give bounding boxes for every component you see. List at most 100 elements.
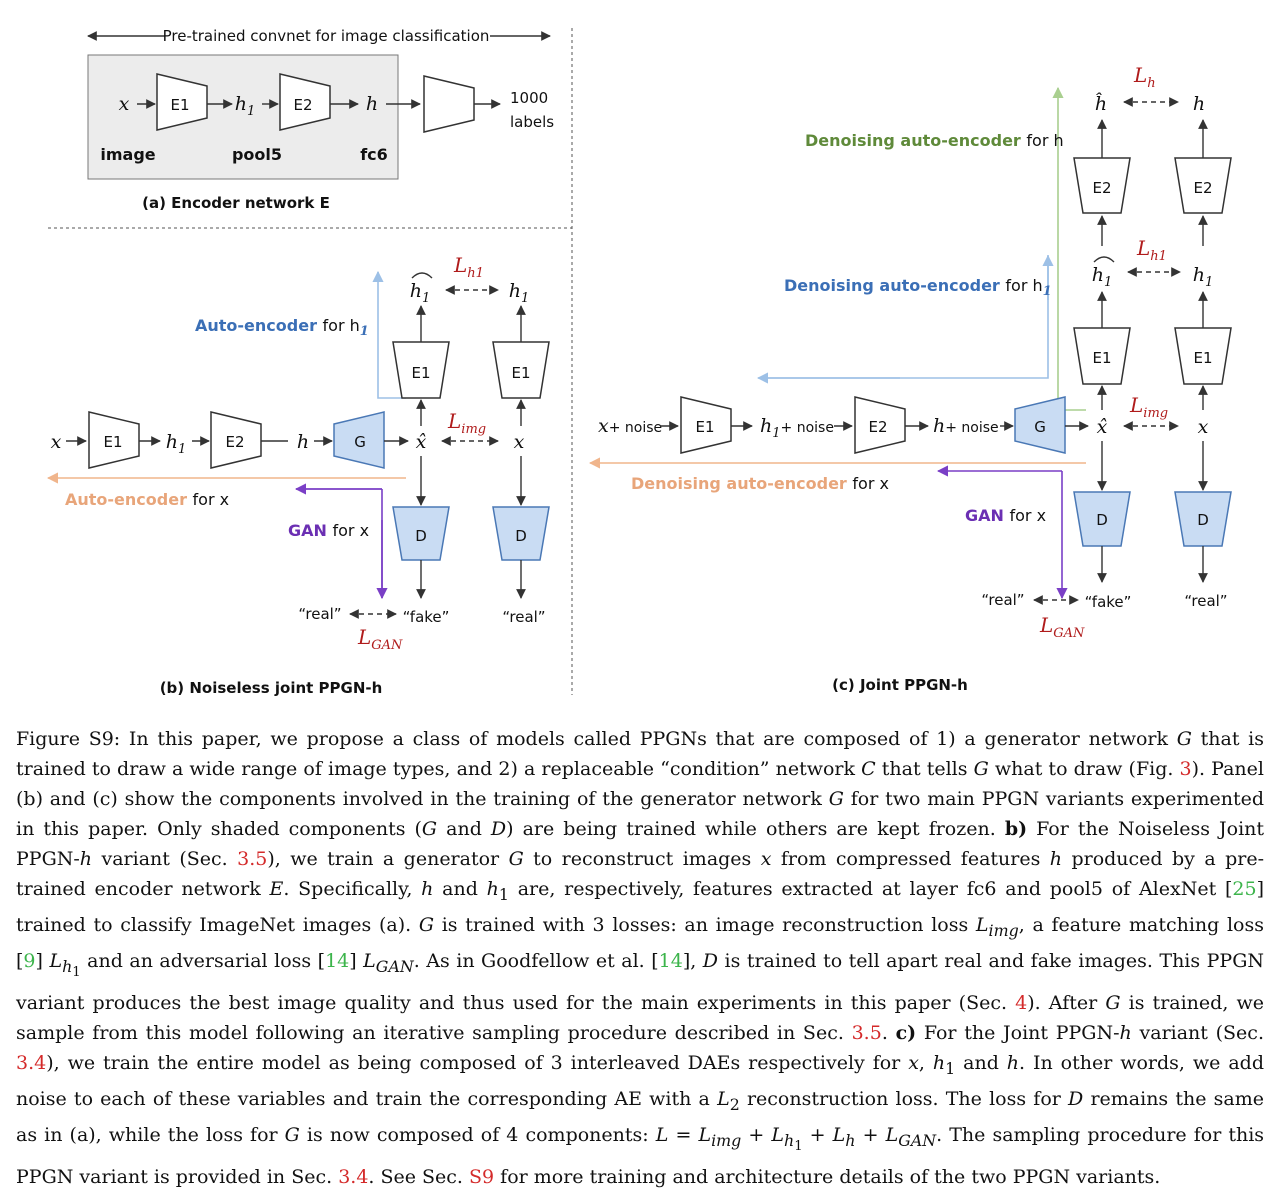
ref-sec-4[interactable]: 4: [1015, 992, 1028, 1015]
panel-b-loss-gan: LGAN: [357, 625, 403, 653]
panel-c-e2-block: [854, 396, 906, 454]
panel-c-e2a-block: [1073, 157, 1131, 214]
panel-c-discriminator-right: [1174, 491, 1232, 547]
panel-b-e1-top-right-label: E1: [511, 364, 530, 382]
panel-a-e2-block: [279, 73, 331, 131]
panel-c-h1-noise: h1+ noise: [760, 415, 834, 441]
panel-a-pool5-label: pool5: [232, 145, 282, 164]
panel-c-h: h: [1193, 93, 1205, 115]
panel-b-d-left-label: D: [415, 527, 427, 545]
ref-sec-3-4[interactable]: 3.4: [16, 1052, 47, 1075]
panel-b-e2-label: E2: [225, 433, 244, 451]
figure-caption: Figure S9: In this paper, we propose a c…: [16, 728, 1265, 1189]
panel-a-classifier-block: [423, 75, 475, 133]
panel-a-h1-label: h1: [235, 93, 256, 119]
panel-c-fake: “fake”: [1085, 593, 1132, 611]
panel-b-hat-mark: [411, 272, 433, 279]
panel-c-e1b-block: [1174, 327, 1232, 385]
panel-b-d-right-label: D: [515, 527, 527, 545]
panel-a-fc6-label: fc6: [360, 145, 388, 164]
panel-c-dae-x-label: Denoising auto-encoder for x: [631, 474, 889, 493]
panel-c-e2b-block: [1174, 157, 1232, 214]
panel-c-e2b-label: E2: [1193, 179, 1212, 197]
panel-b-ae-h1-label: Auto-encoder for h1: [195, 316, 369, 339]
panel-c-caption: (c) Joint PPGN-h: [832, 676, 968, 694]
ref-sec-s9[interactable]: S9: [469, 1166, 495, 1189]
panel-c-real-right: “real”: [1184, 592, 1227, 610]
panel-b-generator-block: [333, 411, 385, 469]
panel-b-gan-label: GAN for x: [288, 521, 369, 540]
panel-b-h-label: h: [297, 431, 309, 453]
panel-a-output-line1: 1000: [510, 89, 548, 107]
panel-c-loss-h: Lh: [1133, 63, 1156, 91]
panel-c-dae-h-label: Denoising auto-encoder for h: [805, 131, 1064, 150]
frozen-encoder-box: [87, 54, 399, 180]
panel-b-e1-block: [88, 411, 140, 469]
panel-c-g-label: G: [1034, 418, 1046, 436]
panel-c-d-left-label: D: [1096, 511, 1108, 529]
panel-a-e2-label: E2: [293, 96, 312, 114]
panel-b-g-label: G: [354, 433, 366, 451]
ref-25[interactable]: 25: [1232, 878, 1257, 901]
panel-c-e2a-label: E2: [1092, 179, 1111, 197]
panel-c-h1hat: h1: [1092, 264, 1113, 290]
panel-c-joint-ppgn: Denoising auto-encoder for h Denoising a…: [588, 63, 1232, 694]
panel-a-x-label: x: [119, 93, 130, 115]
panel-c-hhat: ĥ: [1095, 92, 1107, 115]
panel-b-fake: “fake”: [403, 608, 450, 626]
panel-c-generator-block: [1014, 396, 1066, 454]
panel-c-e1a-label: E1: [1092, 349, 1111, 367]
ref-9[interactable]: 9: [23, 950, 36, 973]
panel-c-loss-img: Limg: [1129, 393, 1168, 421]
panel-c-discriminator-left: [1073, 491, 1131, 547]
panel-c-x-real: x: [1198, 416, 1209, 438]
panel-c-loss-gan: LGAN: [1039, 613, 1085, 641]
panel-c-h1: h1: [1193, 264, 1214, 290]
panel-c-e2-label: E2: [868, 418, 887, 436]
panel-b-caption: (b) Noiseless joint PPGN-h: [160, 679, 383, 697]
panel-b-x-input: x: [51, 431, 62, 453]
panel-a-e1-block: [156, 73, 208, 131]
ref-14-b[interactable]: 14: [658, 950, 683, 973]
ref-sec-3-5-b[interactable]: 3.5: [851, 1022, 882, 1045]
panel-b-e1-top-left-label: E1: [411, 364, 430, 382]
panel-c-e1a-block: [1073, 327, 1131, 385]
panel-c-d-right-label: D: [1197, 511, 1209, 529]
panel-c-gan-label: GAN for x: [965, 506, 1046, 525]
panel-b-e1-top-right: [492, 341, 550, 399]
panel-b-h1hat-label: h1: [410, 280, 431, 306]
panel-a-e1-label: E1: [170, 96, 189, 114]
panel-a-header: Pre-trained convnet for image classifica…: [163, 27, 490, 45]
panel-b-ae-x-label: Auto-encoder for x: [65, 490, 229, 509]
ppgn-architecture-figure: Pre-trained convnet for image classifica…: [46, 27, 1232, 697]
panel-c-x-noise: x+ noise: [598, 415, 662, 437]
panel-c-loss-h1: Lh1: [1136, 236, 1167, 264]
ref-sec-3-4-b[interactable]: 3.4: [338, 1166, 369, 1189]
panel-b-discriminator-right: [492, 506, 550, 561]
panel-c-h-noise: h+ noise: [933, 415, 999, 437]
panel-b-real-right: “real”: [502, 608, 545, 626]
panel-c-e1-label: E1: [695, 418, 714, 436]
panel-a-encoder-network: Pre-trained convnet for image classifica…: [87, 27, 554, 212]
panel-b-real-left: “real”: [298, 605, 341, 623]
panel-b-e2-block: [210, 411, 262, 469]
panel-b-x-real-label: x: [514, 431, 525, 453]
panel-b-loss-img: Limg: [447, 409, 486, 437]
panel-a-output-line2: labels: [510, 113, 554, 131]
panel-c-hat-mark: [1093, 256, 1115, 263]
panel-b-discriminator-left: [392, 506, 450, 561]
panel-a-image-label: image: [100, 145, 155, 164]
panel-b-e1-label: E1: [103, 433, 122, 451]
panel-a-caption: (a) Encoder network E: [142, 194, 330, 212]
panel-b-h1-target: h1: [509, 280, 530, 306]
panel-c-e1b-label: E1: [1193, 349, 1212, 367]
ref-sec-3-5[interactable]: 3.5: [237, 848, 268, 871]
panel-c-dae-h1-label: Denoising auto-encoder for h1: [784, 276, 1052, 299]
panel-a-h-label: h: [366, 93, 378, 115]
ref-14[interactable]: 14: [325, 950, 350, 973]
ref-fig-3[interactable]: 3: [1179, 758, 1192, 781]
panel-b-h1-label: h1: [166, 431, 187, 457]
panel-c-real-left: “real”: [981, 591, 1024, 609]
panel-b-loss-h1: Lh1: [453, 253, 484, 281]
panel-b-xhat-label: x̂: [416, 431, 427, 453]
